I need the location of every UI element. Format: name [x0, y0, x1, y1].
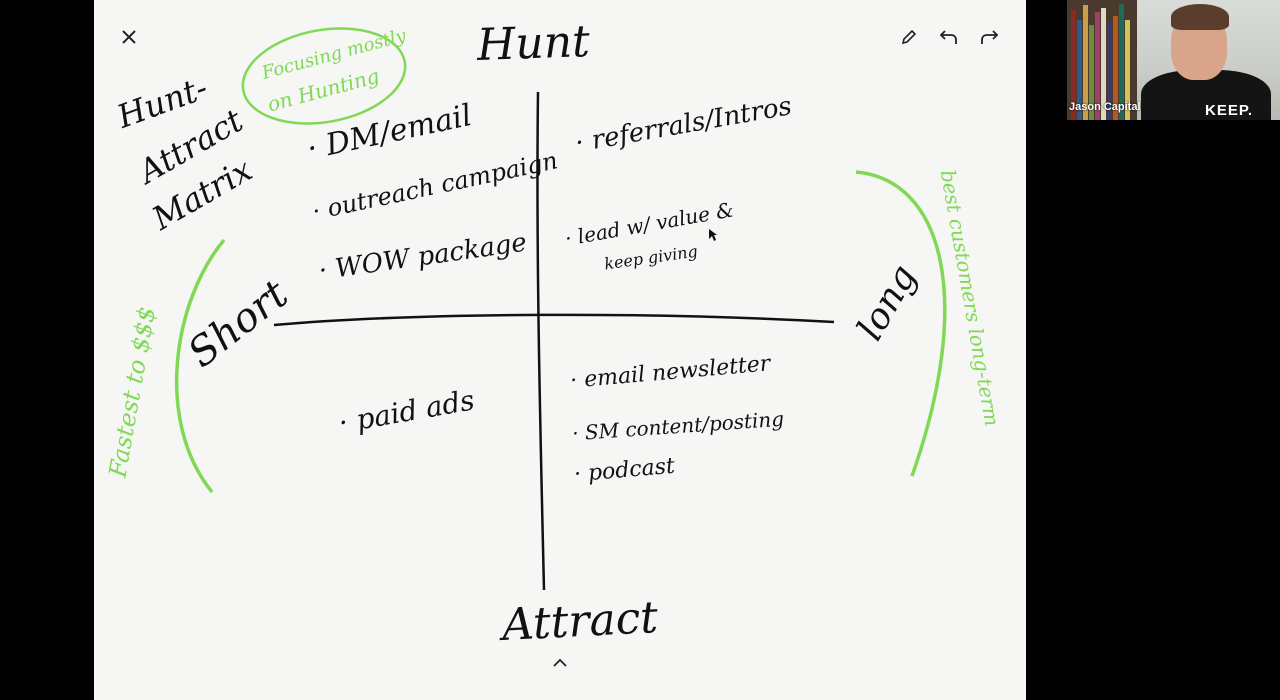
undo-icon — [939, 30, 957, 44]
horizontal-axis — [273, 313, 835, 327]
redo-button[interactable] — [974, 22, 1004, 52]
right-green-arc — [855, 170, 947, 477]
attract-label: Attract — [500, 591, 660, 652]
whiteboard-canvas[interactable]: Hunt Attract Short long Hunt- Attract Ma… — [94, 0, 1026, 700]
close-button[interactable] — [114, 22, 144, 52]
expand-toolbar-button[interactable] — [549, 655, 571, 671]
participant-name: Jason Capital — [1069, 101, 1141, 113]
left-green-arc — [174, 238, 226, 494]
pencil-icon — [901, 29, 917, 45]
focus-ellipse — [241, 27, 407, 125]
mouse-cursor-icon — [709, 229, 717, 241]
hunt-label: Hunt — [476, 16, 591, 71]
shirt-text: KEEP. — [1205, 102, 1254, 119]
whiteboard-ink-layer — [174, 27, 947, 591]
participant-hair — [1171, 4, 1229, 30]
vertical-axis — [536, 91, 546, 591]
undo-button[interactable] — [934, 22, 964, 52]
pen-tool-button[interactable] — [894, 22, 924, 52]
participant-video-thumbnail[interactable]: KEEP. Jason Capital — [1067, 0, 1280, 120]
close-icon — [122, 30, 136, 44]
chevron-up-icon — [553, 658, 567, 667]
bookshelf-background — [1067, 0, 1137, 120]
redo-icon — [981, 30, 999, 44]
